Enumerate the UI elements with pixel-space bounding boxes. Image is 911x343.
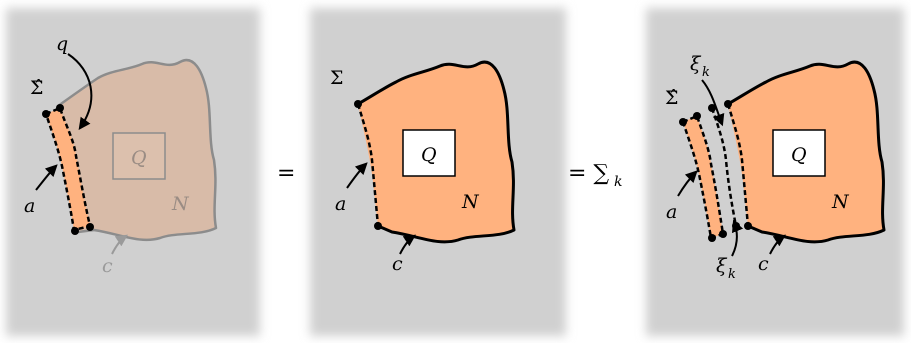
panel-3-label-xi-top-sub: k bbox=[702, 65, 710, 80]
panel-2-label-a: a bbox=[335, 193, 346, 215]
panel-2-solid-boundary bbox=[357, 60, 516, 244]
panel-2-dashed-side-a bbox=[356, 103, 380, 227]
panel-1-label-Q: Q bbox=[131, 147, 147, 169]
panel-3-region-point-top bbox=[724, 100, 732, 108]
panel-1-label-sigma-hat: Σ̂ bbox=[30, 77, 43, 99]
panel-1-label-a: a bbox=[24, 195, 35, 217]
equals-sum-sign: = ∑ bbox=[568, 161, 609, 186]
panel-2-arrow-a bbox=[346, 162, 368, 189]
panel-1-arrow-a bbox=[35, 164, 58, 191]
panel-3-xi-point-top bbox=[708, 104, 716, 112]
panel-2: Q N Σ a c bbox=[310, 8, 566, 336]
panel-3-arrow-xi-bottom bbox=[731, 219, 744, 257]
panel-3-strip-point-top-left bbox=[679, 118, 687, 126]
panel-2-label-sigma: Σ bbox=[330, 67, 343, 89]
panel-3-arrow-c bbox=[769, 234, 786, 255]
panel-2-label-c: c bbox=[392, 253, 403, 275]
panel-3-label-sigma-hat: Σ̂ bbox=[665, 87, 678, 109]
panel-2-arrow-c bbox=[399, 234, 416, 255]
panel-1-point-top-right bbox=[56, 104, 64, 112]
panel-1-label-N: N bbox=[171, 193, 190, 215]
panel-3-arrow-xi-top bbox=[701, 79, 725, 127]
panel-1-arrow-c bbox=[111, 234, 128, 255]
panel-3-strip-point-bottom-left bbox=[708, 234, 716, 242]
panel-3-solid-boundary bbox=[727, 60, 886, 244]
panel-3-dashed-side bbox=[726, 103, 750, 227]
panel-3-arrow-a bbox=[677, 170, 698, 197]
panel-1-label-c: c bbox=[102, 255, 113, 277]
panel-3-label-a: a bbox=[666, 201, 677, 223]
panel-3-label-N: N bbox=[831, 191, 850, 213]
panel-3-label-xi-bottom-sub: k bbox=[728, 267, 736, 282]
panel-1-arrow-q bbox=[67, 53, 93, 130]
equals-sign-1: = bbox=[277, 161, 295, 186]
panel-2-q-box bbox=[402, 129, 456, 177]
panel-1-point-bottom-right bbox=[86, 223, 94, 231]
panel-2-label-Q: Q bbox=[421, 144, 437, 166]
panel-3-label-c: c bbox=[758, 253, 769, 275]
panel-3-region-point-bottom bbox=[744, 222, 752, 230]
panel-2-point-top bbox=[354, 100, 362, 108]
panel-3-q-box bbox=[772, 129, 826, 177]
panel-3-label-xi-top: ξ bbox=[690, 53, 702, 75]
panel-2-point-bottom bbox=[374, 222, 382, 230]
panel-1-point-top-left bbox=[42, 110, 50, 118]
panel-1-q-box bbox=[112, 132, 166, 180]
panel-3: Q N Σ̂ ξ k a ξ k c bbox=[646, 8, 904, 336]
panel-2-label-N: N bbox=[461, 191, 480, 213]
panel-3-strip-point-top-right bbox=[693, 112, 701, 120]
panel-3-strip-point-bottom-right bbox=[719, 230, 727, 238]
panel-1-point-bottom-left bbox=[71, 227, 79, 235]
panel-3-label-Q: Q bbox=[791, 144, 807, 166]
panel-1: Q N q Σ̂ a c bbox=[6, 8, 260, 336]
equals-sum-subscript: k bbox=[614, 174, 622, 190]
panel-3-label-xi-bottom: ξ bbox=[716, 255, 728, 277]
panel-1-label-q: q bbox=[56, 33, 68, 55]
